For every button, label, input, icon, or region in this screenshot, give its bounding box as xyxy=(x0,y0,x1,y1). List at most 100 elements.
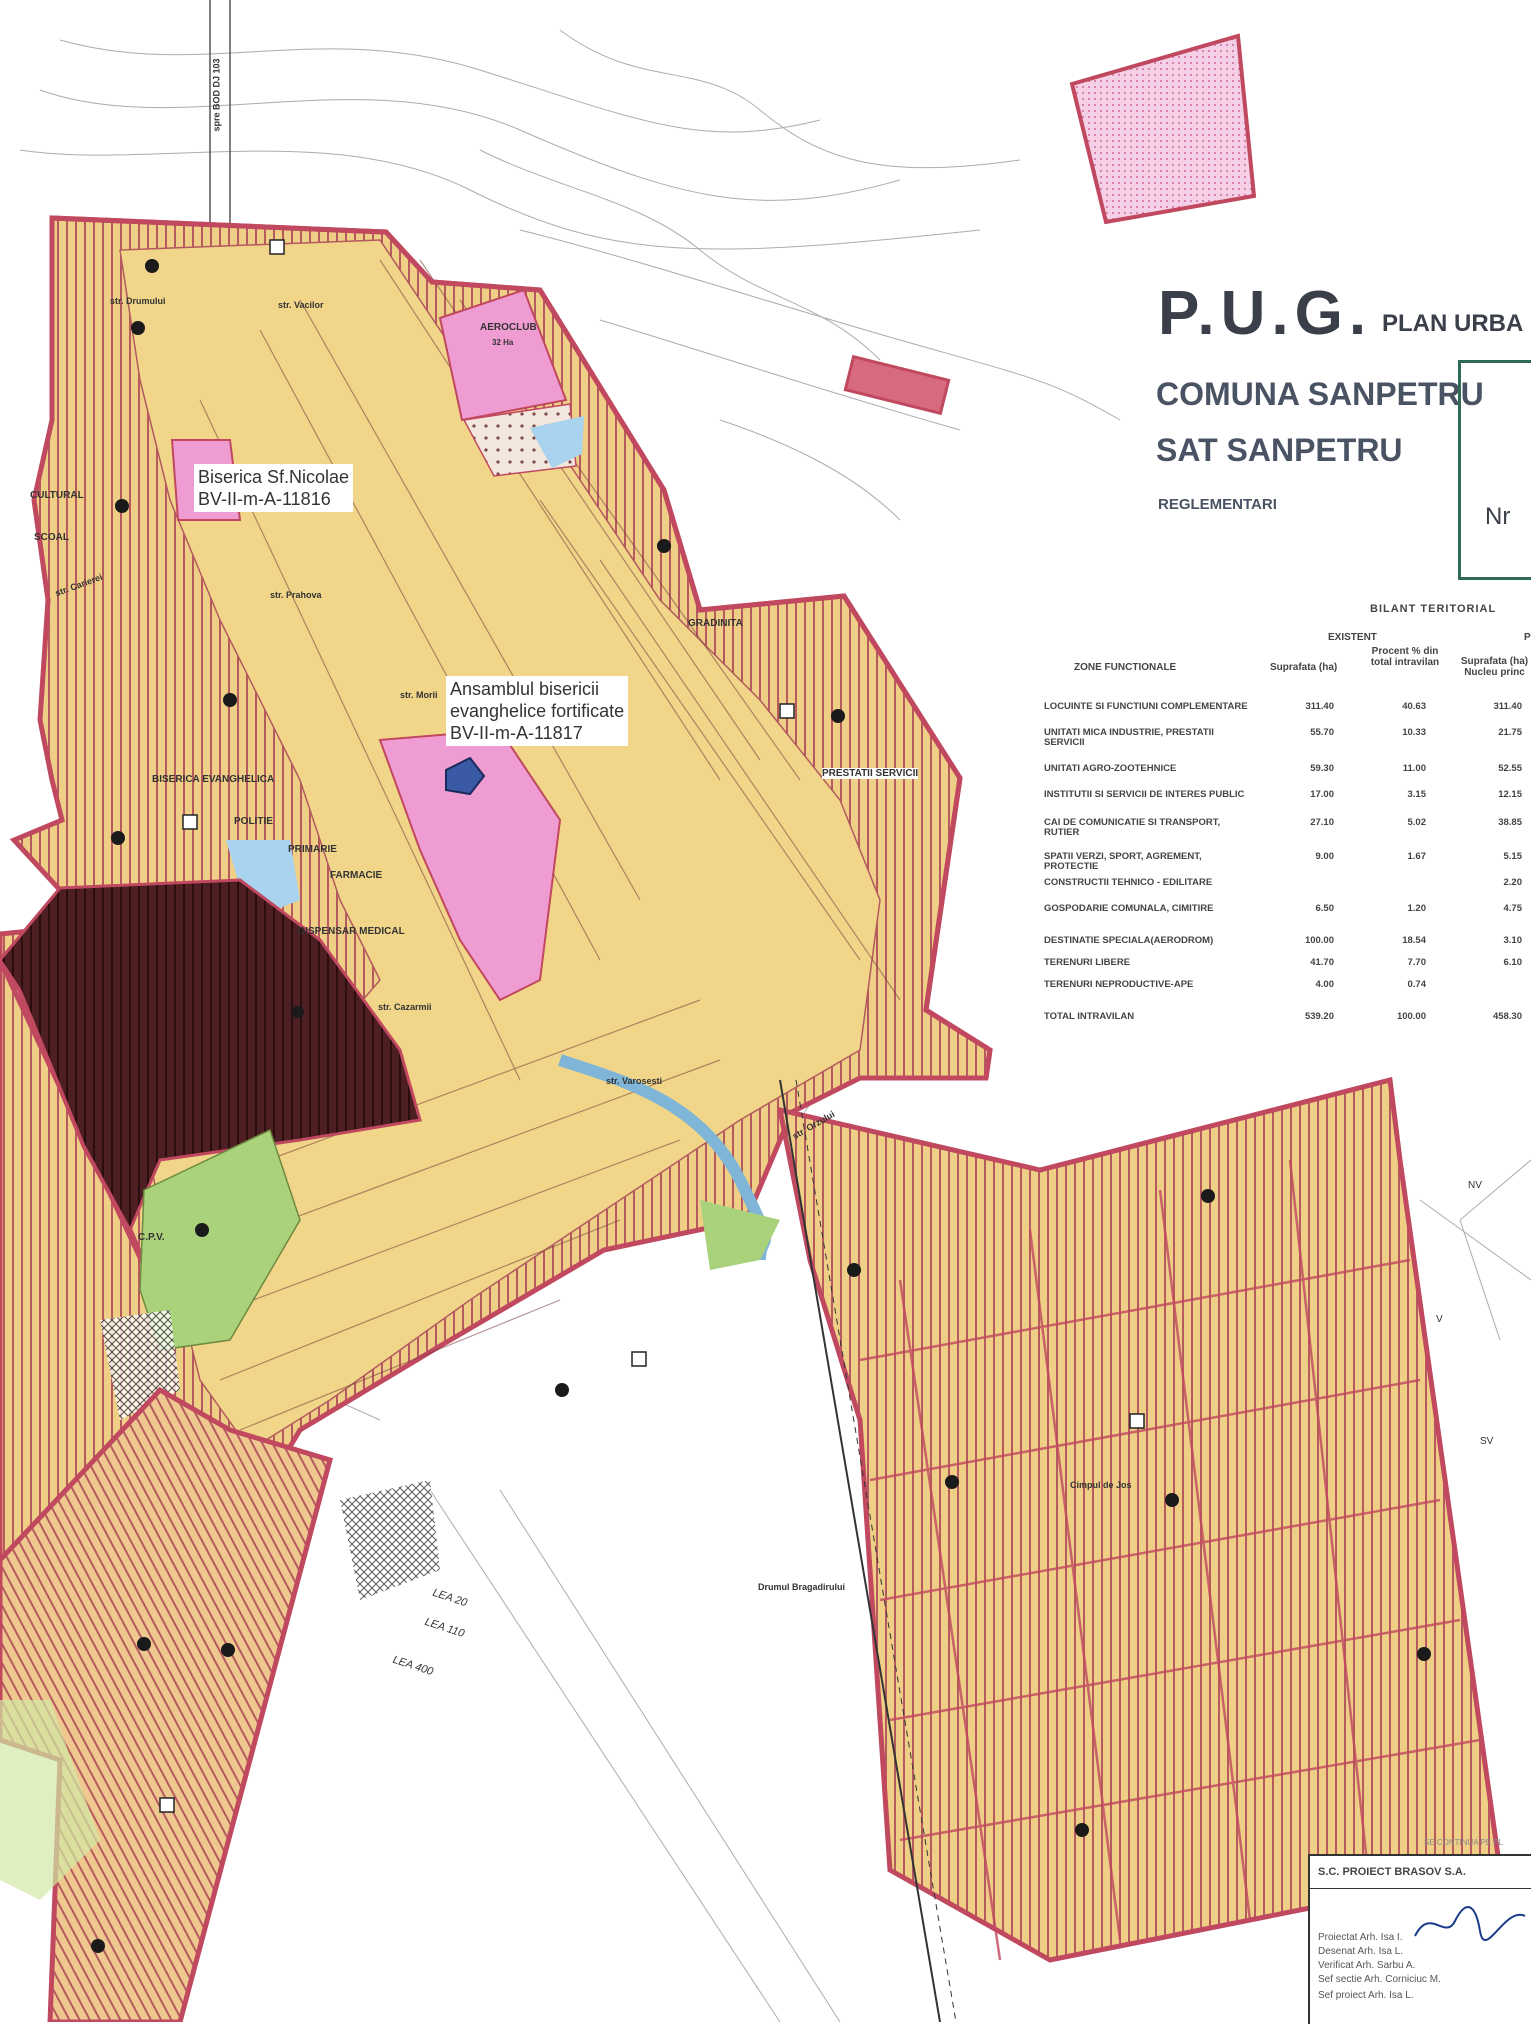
row-area: 9.00 xyxy=(1315,851,1335,862)
label-str-cazarmii: str. Cazarmii xyxy=(378,1002,432,1012)
label-nv: NV xyxy=(1468,1180,1482,1191)
table-header-area-propus: Suprafata (ha) Nucleu princ xyxy=(1460,656,1529,678)
row-propus: 38.85 xyxy=(1498,817,1522,828)
label-str-drumului: str. Drumului xyxy=(110,296,166,306)
cartouche-line: Sef sectie Arh. Corniciuc M. xyxy=(1318,1974,1441,1985)
row-pct: 0.74 xyxy=(1407,979,1427,990)
row-label: CAI DE COMUNICATIE SI TRANSPORT, RUTIER xyxy=(1044,817,1221,838)
zone-southwest xyxy=(0,1386,334,2022)
table-title: BILANT TERITORIAL xyxy=(1370,603,1497,615)
row-propus: 458.30 xyxy=(1492,1011,1522,1022)
cartouche-company: S.C. PROIECT BRASOV S.A. xyxy=(1318,1866,1466,1878)
label-cimpul: Cimpul de Jos xyxy=(1070,1480,1132,1490)
agro-grid xyxy=(859,1159,1481,1961)
row-pct: 10.33 xyxy=(1402,727,1426,738)
label-dispensar: DISPENSAR MEDICAL xyxy=(298,926,405,937)
row-propus: 2.20 xyxy=(1503,877,1523,888)
row-pct: 7.70 xyxy=(1407,957,1427,968)
village-name: SAT SANPETRU xyxy=(1156,432,1403,468)
label-v: V xyxy=(1436,1314,1443,1325)
row-label: LOCUINTE SI FUNCTIUNI COMPLEMENTARE xyxy=(1044,701,1248,712)
row-pct: 11.00 xyxy=(1402,763,1426,774)
row-pct: 1.67 xyxy=(1407,851,1427,862)
label-primarie: PRIMARIE xyxy=(288,844,337,855)
row-propus: 3.10 xyxy=(1503,935,1523,946)
row-area: 4.00 xyxy=(1315,979,1335,990)
label-farmacie: FARMACIE xyxy=(330,870,383,881)
row-propus: 311.40 xyxy=(1493,701,1522,712)
row-label: INSTITUTII SI SERVICII DE INTERES PUBLIC xyxy=(1044,789,1245,800)
row-area: 100.00 xyxy=(1304,935,1334,946)
cartouche-line: Sef proiect Arh. Isa L. xyxy=(1318,1990,1414,2001)
monument-name-cont: evanghelice fortificate xyxy=(450,701,625,721)
label-str-varosesti: str. Varosesti xyxy=(606,1076,663,1086)
row-propus: 4.75 xyxy=(1503,903,1523,914)
section-title: REGLEMENTARI xyxy=(1158,496,1277,513)
label-cpv: C.P.V. xyxy=(138,1232,165,1243)
monument-evanghelic-label: Ansamblul bisericii evanghelice fortific… xyxy=(446,676,629,746)
row-propus: 21.75 xyxy=(1498,727,1522,738)
row-area: 55.70 xyxy=(1310,727,1334,738)
row-label: CONSTRUCTII TEHNICO - EDILITARE xyxy=(1044,877,1213,888)
zone-green-small xyxy=(700,1200,780,1270)
commune-name: COMUNA SANPETRU xyxy=(1156,376,1484,412)
zone-special-aerodrom xyxy=(0,878,422,1234)
row-pct: 3.15 xyxy=(1407,789,1427,800)
table-header-pct: Procent % din total intravilan xyxy=(1370,646,1440,668)
row-area: 41.70 xyxy=(1310,957,1334,968)
label-gradinita: GRADINITA xyxy=(688,618,743,629)
row-label: TERENURI LIBERE xyxy=(1044,957,1131,968)
monument-name: Biserica Sf.Nicolae xyxy=(198,467,350,487)
row-propus: 6.10 xyxy=(1503,957,1523,968)
row-area: 539.20 xyxy=(1304,1011,1334,1022)
row-pct: 18.54 xyxy=(1402,935,1426,946)
zone-markers xyxy=(91,259,1431,1953)
label-str-vacilor: str. Vacilor xyxy=(278,300,324,310)
row-area: 59.30 xyxy=(1310,763,1334,774)
label-aeroclub: AEROCLUB xyxy=(480,322,537,333)
nr-label: Nr xyxy=(1485,503,1511,530)
row-label: TOTAL INTRAVILAN xyxy=(1044,1011,1135,1022)
zone-crosshatch-mid xyxy=(340,1480,440,1600)
row-label: GOSPODARIE COMUNALA, CIMITIRE xyxy=(1044,903,1214,914)
table-group-propus: P xyxy=(1524,632,1531,643)
row-pct: 1.20 xyxy=(1407,903,1427,914)
monument-code: BV-II-m-A-11816 xyxy=(198,489,331,509)
row-area: 27.10 xyxy=(1310,817,1334,828)
monument-sf-nicolae-label: Biserica Sf.Nicolae BV-II-m-A-11816 xyxy=(194,464,354,512)
zone-letter-markers xyxy=(159,239,1145,1813)
zone-aeroclub xyxy=(438,288,568,422)
label-str-prahova: str. Prahova xyxy=(270,590,322,600)
drawing-number-box: Nr xyxy=(1458,360,1531,580)
label-dj103: spre BOD DJ 103 xyxy=(211,58,222,132)
row-label: UNITATI AGRO-ZOOTEHNICE xyxy=(1044,763,1177,774)
row-propus: 12.15 xyxy=(1498,789,1522,800)
row-pct: 5.02 xyxy=(1407,817,1427,828)
table-header-area: Suprafata (ha) xyxy=(1270,662,1338,673)
zone-small-plot xyxy=(843,354,951,416)
label-continua: SE CONTINUA PE PL xyxy=(1424,1838,1504,1847)
cartouche-line: Proiectat Arh. Isa I. xyxy=(1318,1932,1403,1943)
label-biserica-evanghelica: BISERICA EVANGHELICA xyxy=(152,774,275,785)
label-cultural: CULTURAL xyxy=(30,490,84,501)
label-str-morii: str. Morii xyxy=(400,690,438,700)
label-aeroclub-area: 32 Ha xyxy=(492,338,514,347)
label-sv: SV xyxy=(1480,1436,1494,1447)
row-label: UNITATI MICA INDUSTRIE, PRESTATII SERVIC… xyxy=(1044,727,1214,748)
row-propus: 5.15 xyxy=(1503,851,1523,862)
page-title: P.U.G. xyxy=(1158,279,1373,348)
label-drumul: Drumul Bragadirului xyxy=(758,1582,846,1592)
signature-icon xyxy=(1414,1906,1526,1941)
zone-water-top xyxy=(530,416,584,468)
title-cartouche: S.C. PROIECT BRASOV S.A. Proiectat Arh. … xyxy=(1308,1854,1531,2024)
page-subtitle: PLAN URBA xyxy=(1382,310,1524,337)
zone-agro-southeast xyxy=(776,1076,1503,1963)
monument-code: BV-II-m-A-11817 xyxy=(450,723,583,743)
label-prestatii: PRESTATII SERVICII xyxy=(822,768,919,779)
zone-green-cpv xyxy=(139,1128,301,1351)
table-group-existent: EXISTENT xyxy=(1328,632,1377,643)
row-area: 17.00 xyxy=(1310,789,1334,800)
row-pct: 40.63 xyxy=(1402,701,1426,712)
zone-green-corner xyxy=(0,1700,100,1900)
